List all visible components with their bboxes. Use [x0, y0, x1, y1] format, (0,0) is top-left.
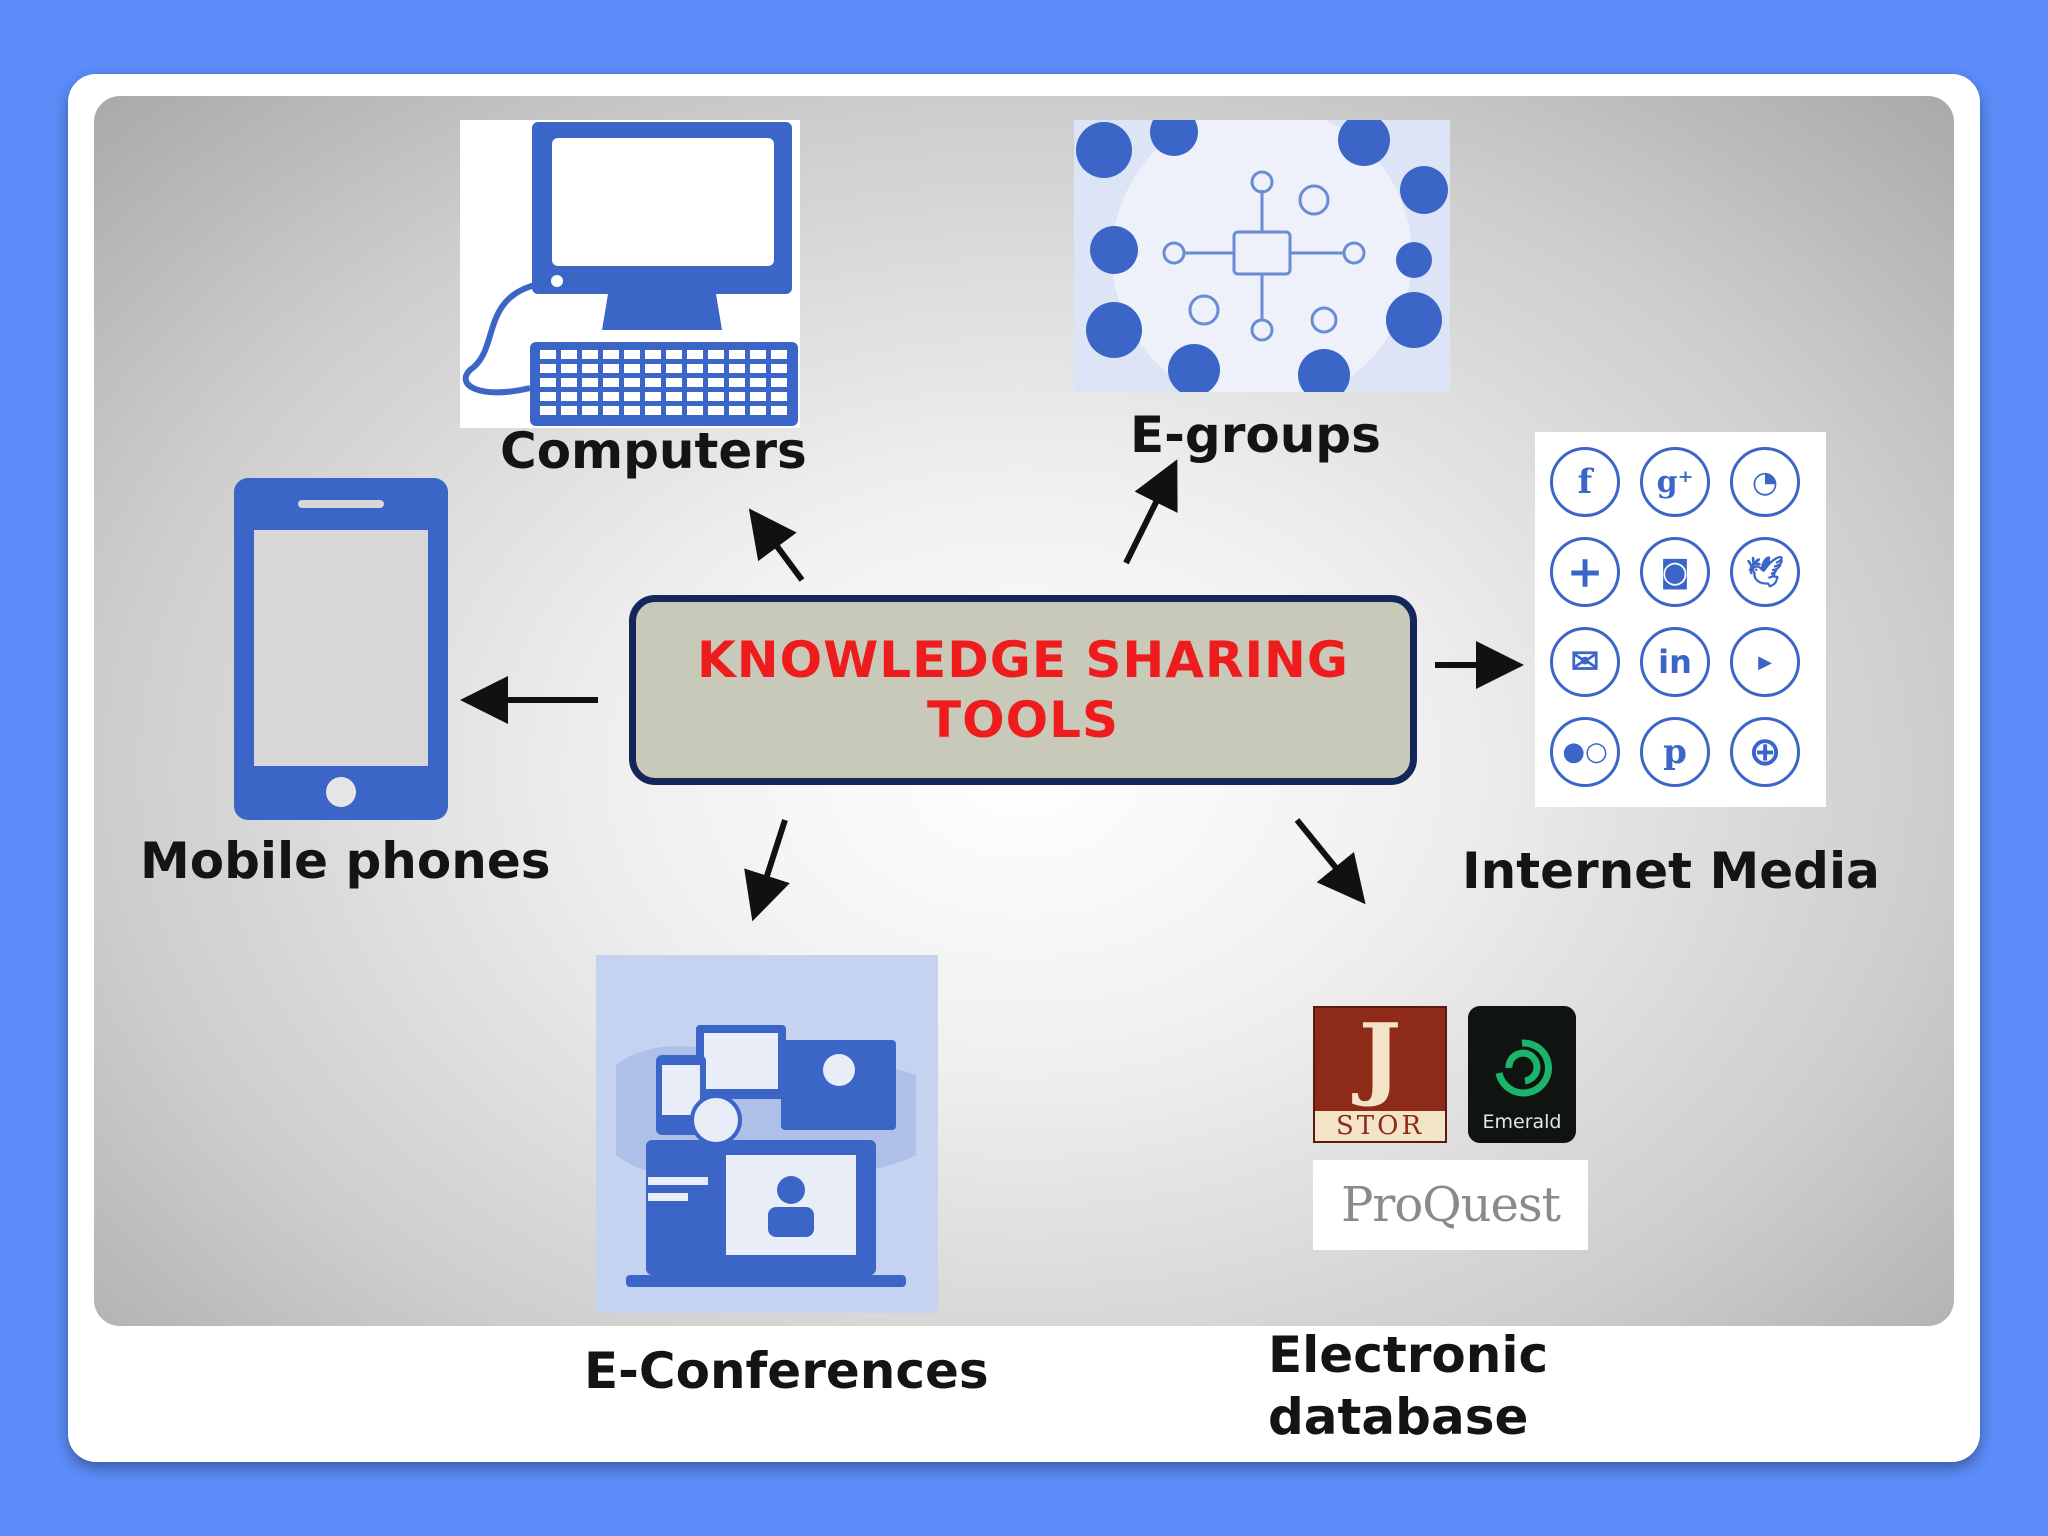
globe-icon: ⊕: [1730, 717, 1800, 787]
proquest-logo: ProQuest: [1313, 1160, 1588, 1250]
internet-media-label: Internet Media: [1462, 842, 1880, 900]
electronic-database-label-line2: database: [1268, 1388, 1529, 1446]
arrow-to-egroups: [1123, 459, 1178, 565]
arrow-to-econferences: [744, 819, 790, 922]
rss-icon: ◔: [1730, 447, 1800, 517]
jstor-logo: J STOR: [1313, 1006, 1447, 1143]
mobile-phone-icon: [234, 478, 448, 820]
mobile-phones-label: Mobile phones: [140, 832, 551, 890]
pinterest-icon: p: [1640, 717, 1710, 787]
video-conference-icon: [596, 955, 938, 1313]
arrow-to-computers: [748, 508, 805, 582]
facebook-icon: f: [1550, 447, 1620, 517]
central-topic-box: KNOWLEDGE SHARING TOOLS: [629, 595, 1417, 785]
e-conferences-label: E-Conferences: [584, 1342, 989, 1400]
google-plus-icon: g⁺: [1640, 447, 1710, 517]
emerald-logo: Emerald: [1468, 1006, 1576, 1143]
plus-icon: +: [1550, 537, 1620, 607]
linkedin-icon: in: [1640, 627, 1710, 697]
central-topic-line1: KNOWLEDGE SHARING: [697, 631, 1349, 689]
central-topic-line2: TOOLS: [927, 691, 1119, 749]
arrow-to-electronic-database: [1294, 818, 1366, 905]
computer-icon: [460, 120, 800, 428]
egroups-label: E-groups: [1130, 406, 1381, 464]
emerald-swirl-icon: [1495, 1039, 1552, 1097]
mail-icon: ✉: [1550, 627, 1620, 697]
electronic-database-label-line1: Electronic: [1268, 1326, 1549, 1384]
twitter-icon: 🕊: [1730, 537, 1800, 607]
social-media-icons: f g⁺ ◔ + ◙ 🕊 ✉ in ▶ ●○ p ⊕: [1535, 432, 1826, 807]
network-icon: [1074, 120, 1450, 392]
instagram-icon: ◙: [1640, 537, 1710, 607]
flickr-icon: ●○: [1550, 717, 1620, 787]
computers-label: Computers: [500, 422, 807, 480]
youtube-icon: ▶: [1730, 627, 1800, 697]
